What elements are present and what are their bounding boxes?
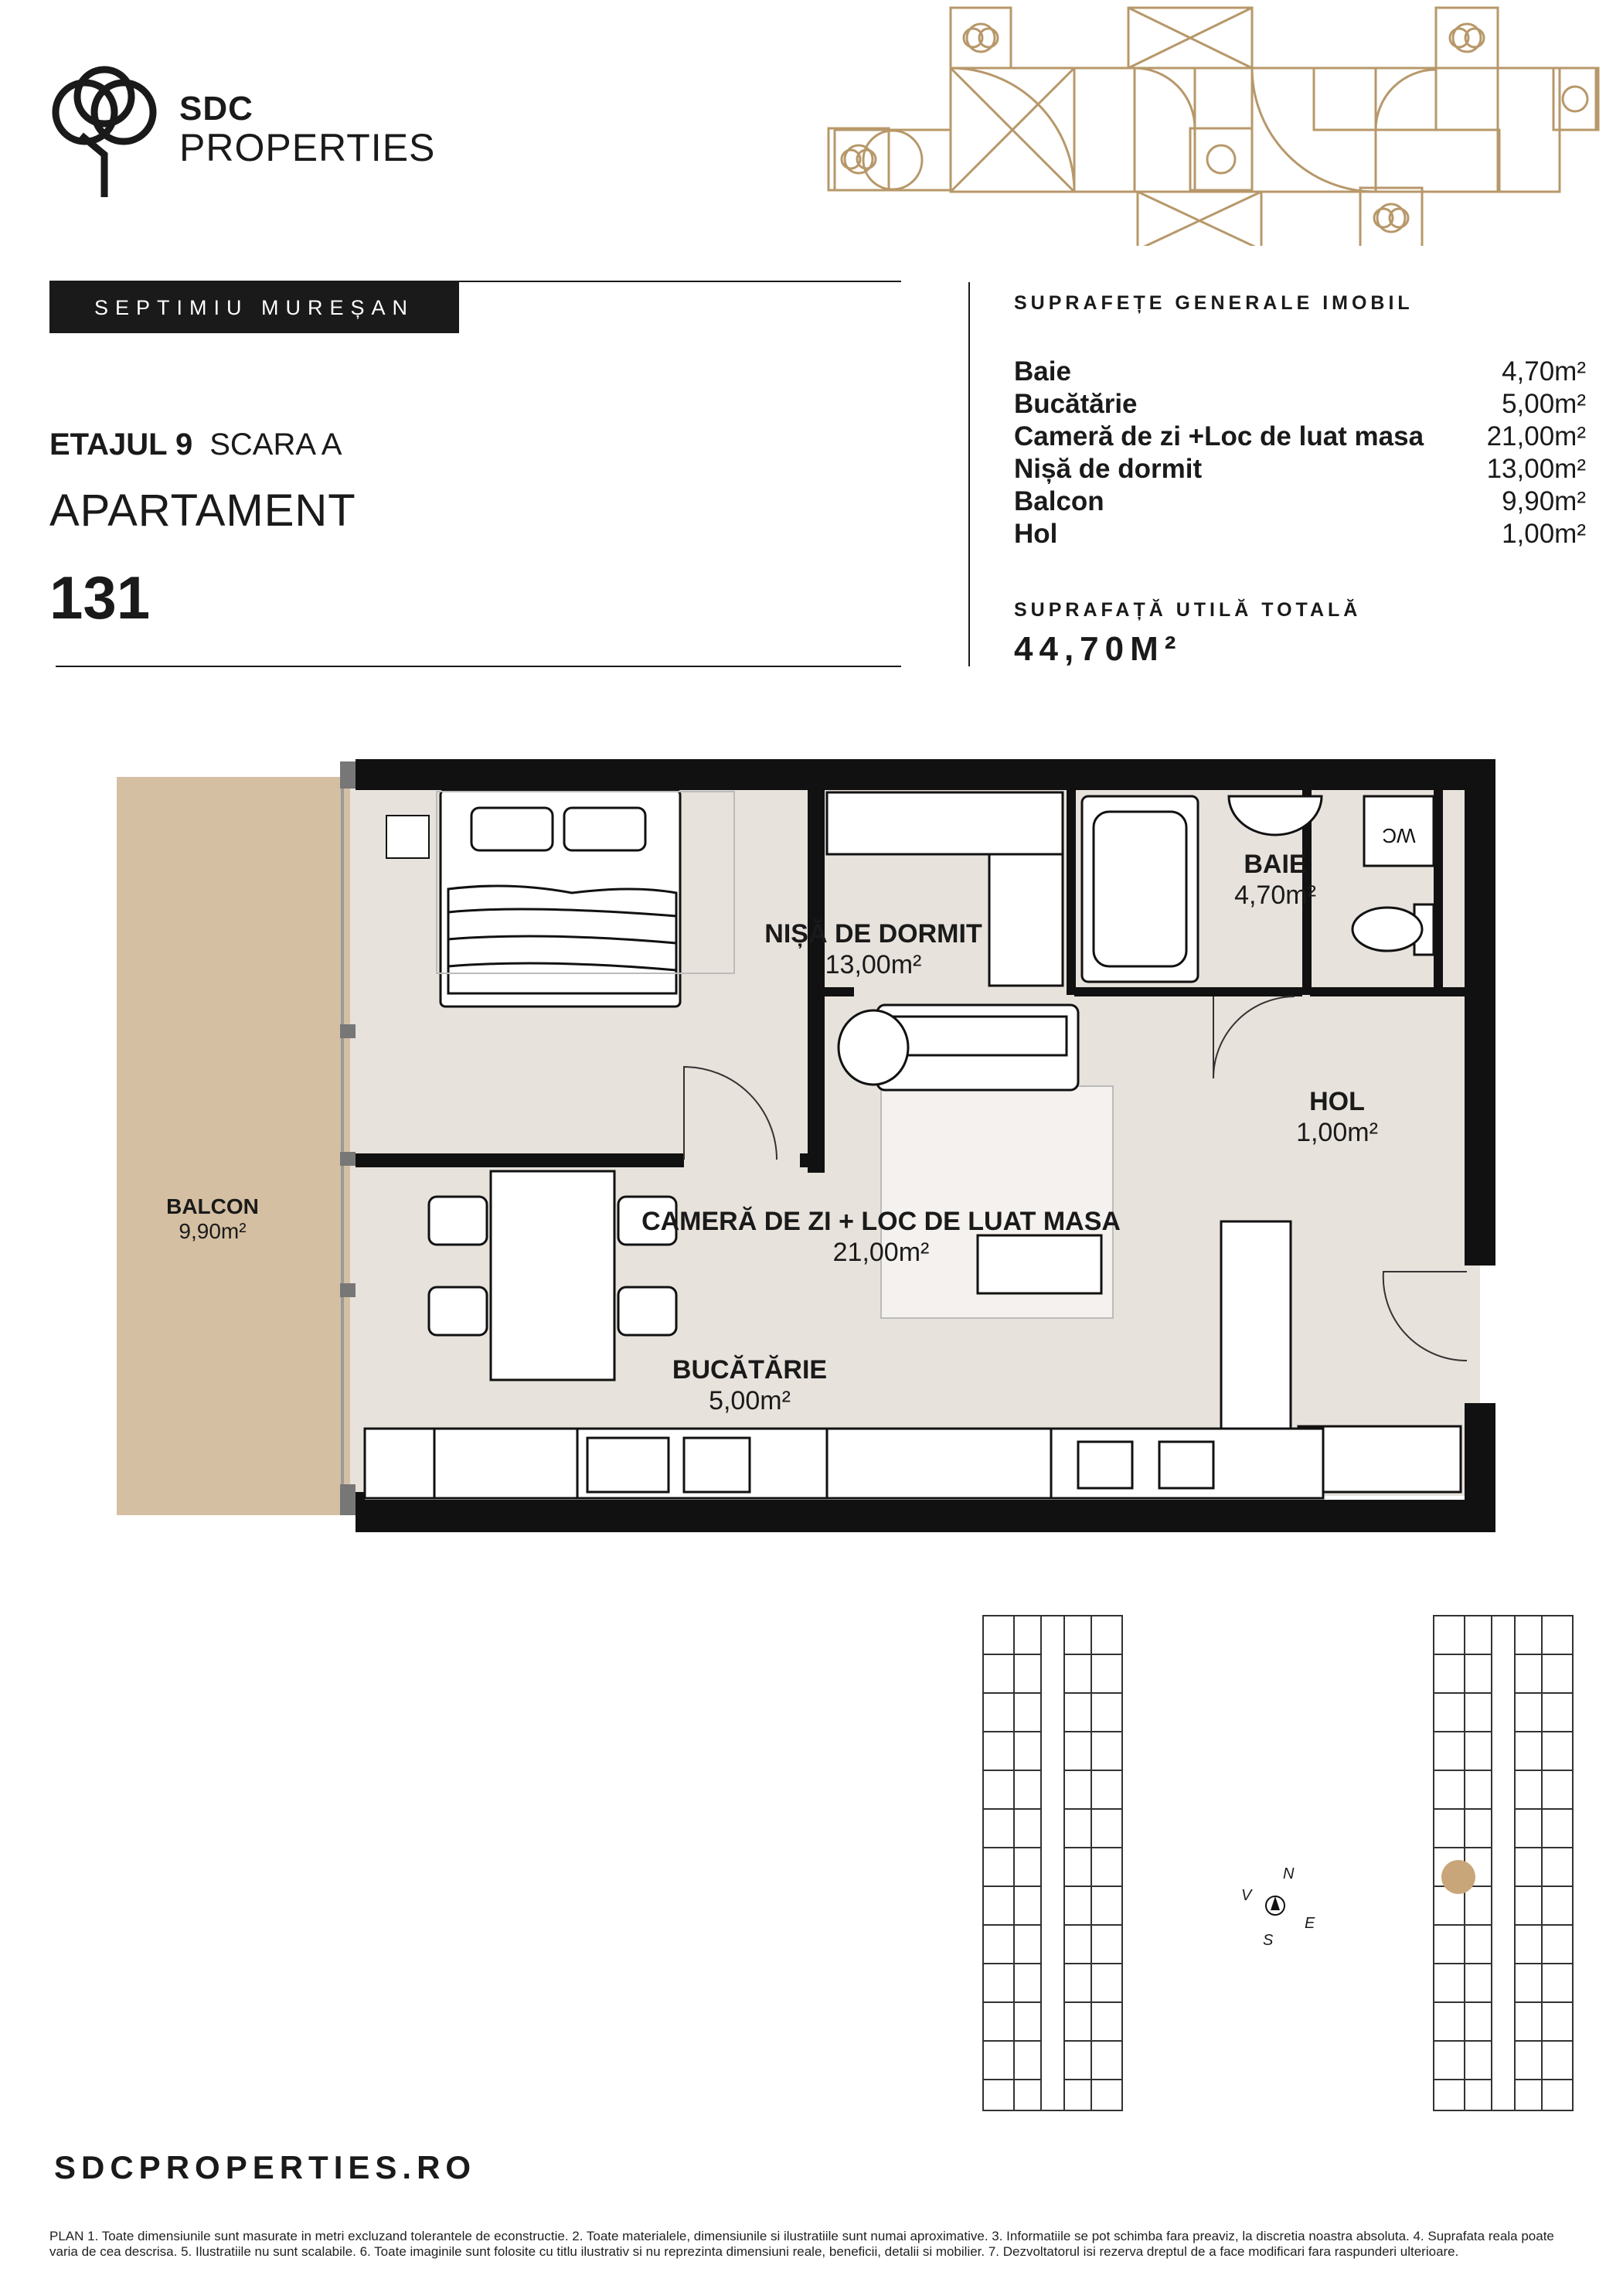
sink-icon [1227,795,1323,836]
room-area: 13,00m² [825,950,922,979]
area-value: 13,00m² [1486,454,1586,484]
disclaimer-text: PLAN 1. Toate dimensiunile sunt masurate… [49,2229,1554,2259]
toilet-icon [1351,903,1435,956]
brand-name: SDC [179,90,253,128]
area-value: 1,00m² [1502,519,1586,549]
compass-icon [1265,1896,1285,1916]
compass-s: S [1263,1932,1274,1949]
area-row: Nișă de dormit 13,00m² [1014,453,1586,485]
area-value: 21,00m² [1486,421,1586,451]
floor-plan: WC [117,759,1495,1532]
floor-label: ETAJUL 9 [49,428,193,462]
area-row: Balcon 9,90m² [1014,485,1586,518]
apartment-number: 131 [49,564,151,632]
area-name: Baie [1014,356,1071,387]
area-row: Hol 1,00m² [1014,518,1586,550]
room-label-bucatarie: BUCĂTĂRIE 5,00m² [634,1354,866,1416]
doors [683,996,1468,1362]
area-name: Balcon [1014,486,1104,516]
washing-machine-icon [1363,795,1435,867]
room-area: 5,00m² [709,1386,791,1415]
areas-list: Baie 4,70m² Bucătărie 5,00m² Cameră de zi … [1014,356,1586,550]
room-name: BALCON [166,1194,259,1218]
area-value: 4,70m² [1502,356,1586,387]
apartment-label: APARTAMENT [49,485,356,536]
building-key-plan-right [1433,1615,1574,2111]
room-name: BUCĂTĂRIE [672,1355,828,1385]
room-label-baie: BAIE 4,70m² [1198,849,1352,911]
compass-v: V [1241,1887,1252,1904]
website-link[interactable]: SDCPROPERTIES.RO [54,2149,477,2185]
walls [356,759,1495,1532]
header-divider [968,282,970,666]
sdc-logo-icon [52,66,157,197]
coffee-table-icon [976,1234,1103,1295]
balcony-area [117,777,350,1515]
compass: N E S V [1229,1859,1322,1952]
areas-heading: SUPRAFEȚE GENERALE IMOBIL [1014,292,1414,314]
apartment-location-marker [1441,1860,1475,1894]
kitchen-counter-icon [363,1427,1325,1500]
compass-n: N [1283,1865,1295,1882]
header-bottom-rule [56,666,901,667]
room-label-camera: CAMERĂ DE ZI + LOC DE LUAT MASA 21,00m² [603,1206,1159,1268]
area-name: Nișă de dormit [1014,454,1203,484]
window-markers [340,761,356,1515]
bed-icon [439,789,682,1008]
room-name: CAMERĂ DE ZI + LOC DE LUAT MASA [641,1207,1121,1236]
area-row: Bucătărie 5,00m² [1014,388,1586,421]
stair-label: SCARA A [209,428,342,462]
dining-table-icon [427,1170,678,1381]
project-tag: SEPTIMIU MUREȘAN [49,282,459,333]
decorative-ornament-icon [827,6,1600,246]
room-label-hol: HOL 1,00m² [1260,1086,1414,1148]
room-area: 21,00m² [832,1238,930,1267]
balcony-railing [341,777,344,1515]
area-name: Hol [1014,519,1058,549]
area-row: Cameră de zi +Loc de luat masa 21,00m² [1014,421,1586,453]
rug [436,791,735,974]
area-row: Baie 4,70m² [1014,356,1586,388]
area-name: Cameră de zi +Loc de luat masa [1014,421,1424,451]
bathtub-icon [1080,795,1199,983]
wc-label: WC [1382,824,1415,847]
compass-e: E [1305,1915,1315,1932]
area-name: Bucătărie [1014,389,1138,419]
room-label-nisa: NIȘĂ DE DORMIT 13,00m² [719,918,1028,980]
room-name: BAIE [1244,850,1307,879]
floor-line: ETAJUL 9 SCARA A [49,428,342,462]
room-area: 4,70m² [1234,881,1316,910]
building-key-plan-left [982,1615,1123,2111]
room-area: 9,90m² [179,1219,247,1243]
sofa-icon [837,1003,1080,1092]
header-top-rule [49,281,901,282]
room-name: HOL [1309,1087,1365,1116]
total-area-label: SUPRAFAȚĂ UTILĂ TOTALĂ [1014,599,1362,621]
room-area: 1,00m² [1296,1118,1378,1147]
area-value: 9,90m² [1502,486,1586,516]
area-value: 5,00m² [1502,389,1586,419]
total-area-value: 44,70M² [1014,630,1182,668]
brand-subname: PROPERTIES [179,126,436,169]
room-label-balcon: BALCON 9,90m² [124,1194,301,1244]
room-name: NIȘĂ DE DORMIT [764,919,982,949]
nightstand-icon [386,815,430,859]
